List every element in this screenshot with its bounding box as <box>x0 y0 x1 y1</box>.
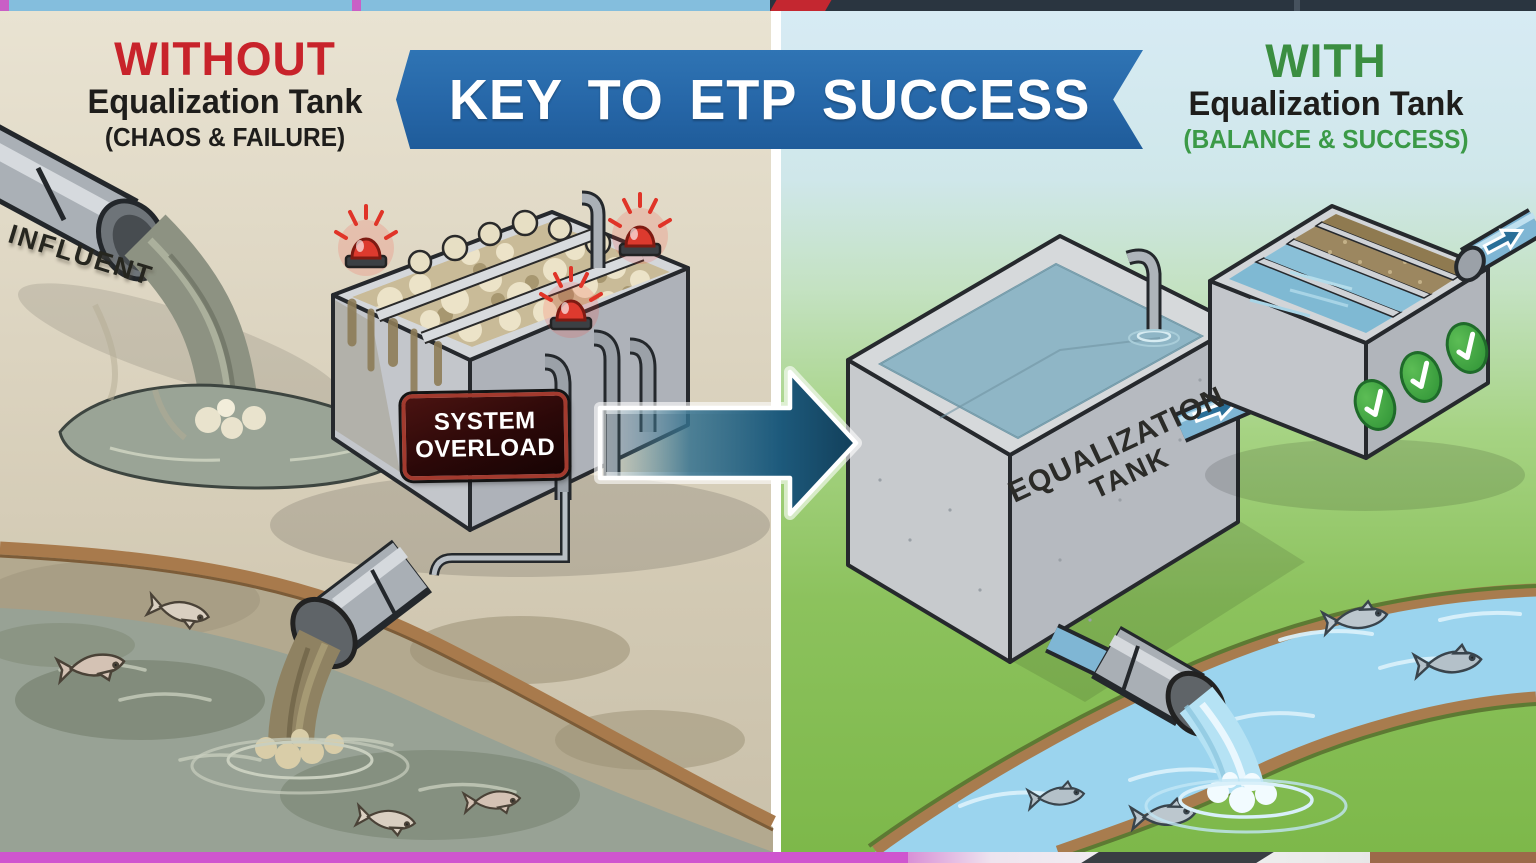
sludge-drips <box>347 298 442 399</box>
without-tagline: (CHAOS & FAILURE) <box>104 122 346 153</box>
with-tagline: (BALANCE & SUCCESS) <box>1183 124 1469 155</box>
clean-outfall-pipe <box>1045 623 1348 834</box>
flow-arrow-icon <box>1192 398 1240 424</box>
channel-water <box>1229 262 1393 333</box>
bottom-dark-slash <box>1081 852 1274 863</box>
channel-media <box>1322 214 1473 276</box>
overloaded-tank <box>270 190 770 577</box>
influent-stream <box>58 214 402 490</box>
system-overload-badge: SYSTEM OVERLOAD <box>401 391 569 481</box>
top-magenta-chip <box>352 0 361 11</box>
checkmark-icon <box>1445 322 1489 374</box>
bottom-pink-segment <box>908 852 1370 863</box>
alarm-light-icon <box>539 266 603 338</box>
without-subheading: Equalization Tank <box>87 83 363 122</box>
checkmark-icon <box>1399 351 1443 403</box>
overload-line1: SYSTEM <box>433 407 536 437</box>
top-edge-strip-right <box>769 0 1536 12</box>
alarm-light-icon <box>608 192 672 264</box>
tank-pipes <box>544 190 657 500</box>
overload-line2: OVERLOAD <box>414 433 556 464</box>
with-heading: WITH <box>1265 34 1387 87</box>
transition-arrow-icon <box>594 366 862 520</box>
sludge-outfall-pipe <box>190 539 433 795</box>
without-heading: WITHOUT <box>114 32 336 85</box>
river-bank <box>871 583 1536 856</box>
checkmark-icon <box>1353 379 1397 431</box>
flow-arrow-icon <box>1482 228 1525 255</box>
top-edge-strip-left <box>0 0 770 11</box>
channel-water <box>1264 244 1424 312</box>
with-header: WITH Equalization Tank (BALANCE & SUCCES… <box>1150 36 1502 153</box>
bottom-brown-segment <box>1370 852 1536 863</box>
treatment-tank <box>1205 204 1525 511</box>
top-seam <box>1294 0 1300 12</box>
clean-scene <box>846 204 1536 859</box>
banner-ribbon: KEY TO ETP SUCCESS <box>396 50 1143 149</box>
banner-title: KEY TO ETP SUCCESS <box>448 67 1091 132</box>
river-bank <box>0 541 776 828</box>
tank-divider-rails <box>375 226 645 345</box>
bottom-edge-strip <box>0 852 1536 863</box>
drain-line <box>429 492 570 576</box>
with-subheading: Equalization Tank <box>1188 85 1464 124</box>
channel-media <box>1294 226 1453 294</box>
effluent-pipe <box>1454 208 1536 283</box>
alarm-light-icon <box>334 204 398 276</box>
without-header: WITHOUT Equalization Tank (CHAOS & FAILU… <box>40 34 410 151</box>
polluted-scene <box>0 124 776 852</box>
top-magenta-chip <box>0 0 9 11</box>
